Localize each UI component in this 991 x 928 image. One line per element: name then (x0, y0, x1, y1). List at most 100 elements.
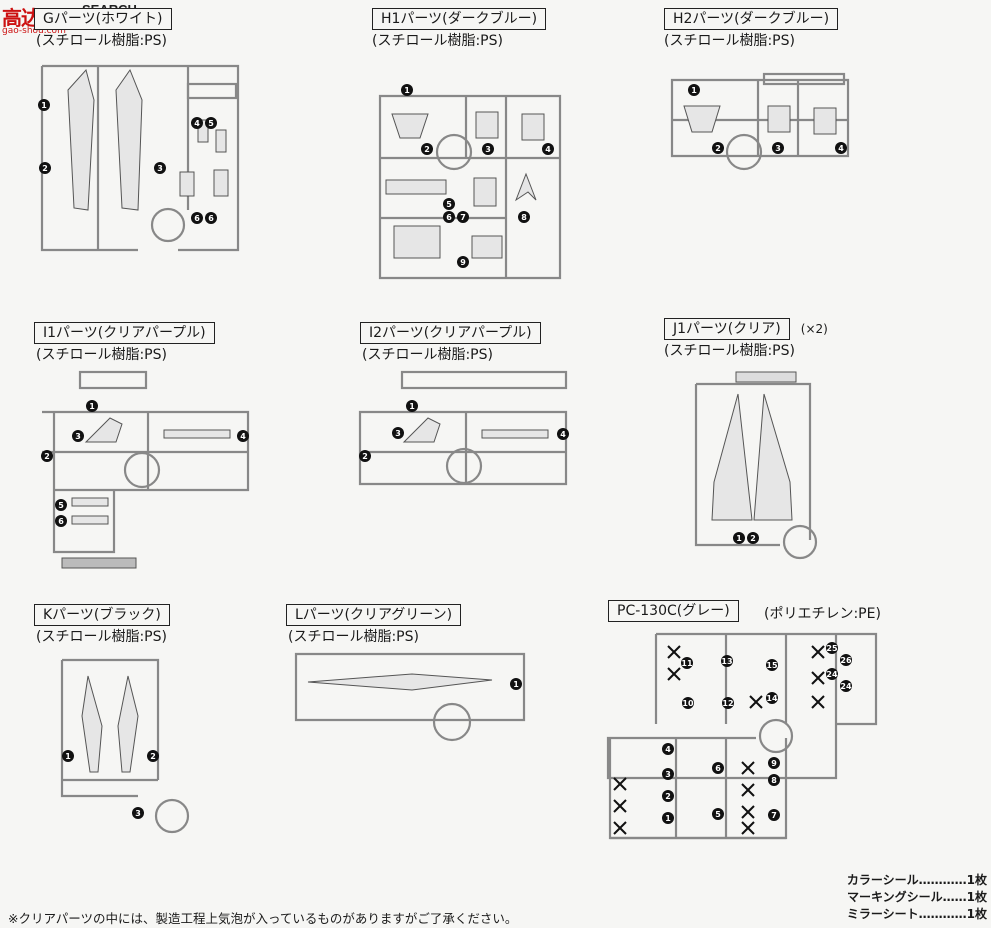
part-number: 3 (154, 162, 166, 174)
svg-text:2: 2 (44, 452, 50, 461)
svg-text:4: 4 (194, 119, 200, 128)
svg-text:2: 2 (715, 144, 721, 153)
runner-l: 1 (294, 652, 526, 742)
part-number: 1 (510, 678, 522, 690)
svg-text:14: 14 (766, 694, 778, 703)
section-title: PC-130C(グレー) (608, 600, 739, 622)
section-title: H2パーツ(ダークブルー) (664, 8, 839, 30)
part-number: 4 (237, 430, 249, 442)
part-number: 4 (835, 142, 847, 154)
quantity-label: (×2) (800, 322, 828, 336)
part-number: 25 (826, 642, 838, 654)
runner-i2: 1 2 3 4 (358, 370, 569, 486)
runner-pc130c: 11 13 15 10 12 14 25 26 24 24 4 3 2 1 6 … (606, 632, 878, 840)
part-number: 10 (682, 697, 694, 709)
runner-h1: 1 2 3 4 5 6 7 8 9 (378, 84, 562, 280)
svg-text:15: 15 (766, 661, 778, 670)
part-number: 6 (443, 211, 455, 223)
svg-text:4: 4 (838, 144, 844, 153)
svg-text:2: 2 (750, 534, 756, 543)
svg-text:25: 25 (826, 644, 838, 653)
svg-text:11: 11 (681, 659, 693, 668)
svg-text:2: 2 (362, 452, 368, 461)
part-number: 2 (41, 450, 53, 462)
part-number: 5 (55, 499, 67, 511)
part-number: 8 (518, 211, 530, 223)
svg-text:1: 1 (404, 86, 410, 95)
part-number: 12 (722, 697, 734, 709)
section-title: I1パーツ(クリアパープル) (34, 322, 215, 344)
part-number: 1 (688, 84, 700, 96)
part-number: 3 (392, 427, 404, 439)
svg-text:3: 3 (395, 429, 401, 438)
part-number: 7 (457, 211, 469, 223)
svg-text:3: 3 (157, 164, 163, 173)
svg-text:3: 3 (135, 809, 141, 818)
part-number: 11 (681, 657, 693, 669)
footnote: ※クリアパーツの中には、製造工程上気泡が入っているものがありますがご了承ください… (8, 911, 518, 926)
accessory-item: マーキングシール……1枚 (847, 890, 987, 904)
section-k-parts: Kパーツ(ブラック) (スチロール樹脂:PS) (34, 604, 170, 645)
section-h1-parts: H1パーツ(ダークブルー) (スチロール樹脂:PS) (372, 8, 547, 49)
part-number: 14 (766, 692, 778, 704)
svg-text:5: 5 (58, 501, 64, 510)
part-number: 9 (457, 256, 469, 268)
part-number: 1 (662, 812, 674, 824)
accessories-list: カラーシール…………1枚 マーキングシール……1枚 ミラーシート…………1枚 (847, 872, 987, 923)
part-number: 1 (733, 532, 745, 544)
part-number: 5 (443, 198, 455, 210)
svg-text:7: 7 (771, 811, 777, 820)
part-number: 1 (62, 750, 74, 762)
part-number: 24 (826, 668, 838, 680)
section-pc130c: PC-130C(グレー) (608, 600, 739, 622)
svg-text:1: 1 (65, 752, 71, 761)
section-title: H1パーツ(ダークブルー) (372, 8, 547, 30)
part-number: 4 (191, 117, 203, 129)
svg-text:10: 10 (682, 699, 694, 708)
svg-text:2: 2 (42, 164, 48, 173)
svg-text:7: 7 (460, 213, 466, 222)
svg-text:1: 1 (736, 534, 742, 543)
svg-text:6: 6 (446, 213, 452, 222)
runner-g: 1 2 3 4 5 6 6 (38, 64, 240, 252)
svg-text:3: 3 (775, 144, 781, 153)
part-number: 4 (542, 143, 554, 155)
svg-text:1: 1 (665, 814, 671, 823)
svg-text:24: 24 (840, 682, 852, 691)
svg-text:3: 3 (485, 145, 491, 154)
svg-text:4: 4 (560, 430, 566, 439)
svg-text:1: 1 (409, 402, 415, 411)
part-number: 2 (712, 142, 724, 154)
part-number: 1 (401, 84, 413, 96)
part-number: 5 (205, 117, 217, 129)
part-number: 3 (72, 430, 84, 442)
section-title: J1パーツ(クリア) (664, 318, 790, 340)
section-g-parts: Gパーツ(ホワイト) (スチロール樹脂:PS) (34, 8, 172, 49)
svg-text:1: 1 (513, 680, 519, 689)
svg-text:2: 2 (665, 792, 671, 801)
part-number: 7 (768, 809, 780, 821)
accessory-item: カラーシール…………1枚 (846, 873, 987, 887)
part-number: 1 (406, 400, 418, 412)
part-number: 2 (359, 450, 371, 462)
section-title: Kパーツ(ブラック) (34, 604, 170, 626)
svg-text:12: 12 (722, 699, 733, 708)
material-label: (スチロール樹脂:PS) (362, 347, 493, 363)
part-number: 9 (768, 757, 780, 769)
material-label: (スチロール樹脂:PS) (664, 343, 795, 359)
part-number: 15 (766, 659, 778, 671)
part-number: 6 (205, 212, 217, 224)
runner-k: 1 2 3 (60, 658, 190, 834)
section-i2-parts: I2パーツ(クリアパープル) (スチロール樹脂:PS) (360, 322, 541, 363)
svg-text:3: 3 (75, 432, 81, 441)
svg-text:6: 6 (194, 214, 200, 223)
section-title: Lパーツ(クリアグリーン) (286, 604, 462, 626)
section-j1-parts: J1パーツ(クリア) (×2) (スチロール樹脂:PS) (664, 318, 828, 359)
part-number: 4 (557, 428, 569, 440)
part-number: 13 (721, 655, 733, 667)
svg-text:6: 6 (715, 764, 721, 773)
svg-text:2: 2 (424, 145, 430, 154)
material-label: (スチロール樹脂:PS) (288, 629, 419, 645)
part-number: 2 (147, 750, 159, 762)
material-label: (スチロール樹脂:PS) (36, 33, 167, 49)
